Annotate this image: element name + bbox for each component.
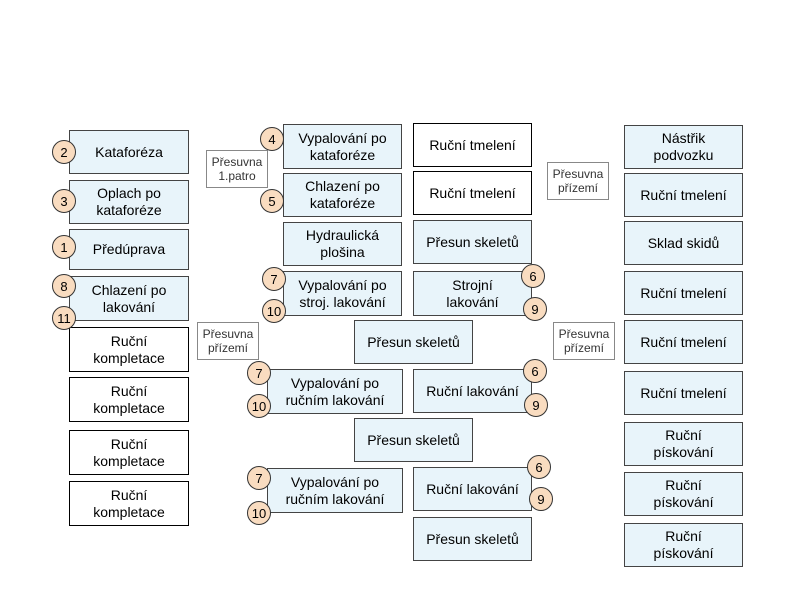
station-presun-skeletu-c3: Přesun skeletů	[413, 220, 532, 264]
step-badge: 8	[52, 274, 76, 298]
label-presuvna-prizemi-left: Přesuvna přízemí	[197, 322, 259, 360]
step-badge: 10	[247, 501, 271, 525]
station-rucni-tmeleni-c3-1: Ruční tmelení	[413, 123, 532, 167]
station-kataforeza: Kataforéza	[69, 130, 189, 174]
station-rucni-piskovani-2: Ruční pískování	[624, 472, 743, 516]
step-badge: 7	[247, 361, 271, 385]
station-vypalovani-po-kataforeze: Vypalování po kataforéze	[283, 124, 402, 169]
station-rucni-kompletace-1: Ruční kompletace	[69, 327, 189, 372]
station-presun-skeletu-bottom: Přesun skeletů	[413, 517, 532, 561]
step-badge: 1	[52, 235, 76, 259]
station-presun-skeletu-mid-2: Přesun skeletů	[354, 418, 473, 462]
step-badge: 7	[262, 267, 286, 291]
station-rucni-lakovani-1: Ruční lakování	[413, 369, 532, 413]
station-predupava: Předúprava	[69, 229, 189, 270]
station-chlazeni-po-lakovani: Chlazení po lakování	[69, 276, 189, 321]
label-presuvna-prizemi-mid: Přesuvna přízemí	[547, 162, 609, 200]
station-rucni-tmeleni-r2: Ruční tmelení	[624, 271, 743, 315]
label-presuvna-prizemi-right: Přesuvna přízemí	[553, 322, 615, 360]
station-strojni-lakovani: Strojní lakování	[413, 271, 532, 316]
step-badge: 5	[260, 189, 284, 213]
station-oplach-po-kataforeze: Oplach po kataforéze	[69, 180, 189, 224]
station-sklad-skidu: Sklad skidů	[624, 221, 743, 265]
step-badge: 2	[52, 140, 76, 164]
station-rucni-tmeleni-r1: Ruční tmelení	[624, 173, 743, 217]
label-presuvna-1-patro: Přesuvna 1.patro	[206, 150, 268, 188]
station-vypalovani-po-stroj-lakovani: Vypalování po stroj. lakování	[283, 271, 402, 316]
step-badge: 11	[52, 306, 76, 330]
step-badge: 10	[247, 394, 271, 418]
station-vypalovani-po-rucnim-lakovani-2: Vypalování po ručním lakování	[267, 468, 403, 513]
station-presun-skeletu-mid-1: Přesun skeletů	[354, 320, 473, 364]
station-rucni-tmeleni-r4: Ruční tmelení	[624, 371, 743, 415]
step-badge: 6	[523, 359, 547, 383]
station-rucni-tmeleni-c3-2: Ruční tmelení	[413, 171, 532, 215]
step-badge: 3	[52, 189, 76, 213]
step-badge: 9	[529, 487, 553, 511]
station-rucni-kompletace-3: Ruční kompletace	[69, 430, 189, 475]
station-nastrik-podvozku: Nástřik podvozku	[624, 125, 743, 169]
step-badge: 6	[521, 264, 545, 288]
station-vypalovani-po-rucnim-lakovani-1: Vypalování po ručním lakování	[267, 369, 403, 414]
step-badge: 9	[523, 297, 547, 321]
step-badge: 4	[260, 127, 284, 151]
station-rucni-piskovani-1: Ruční pískování	[624, 422, 743, 466]
station-rucni-lakovani-2: Ruční lakování	[413, 467, 532, 511]
station-rucni-tmeleni-r3: Ruční tmelení	[624, 320, 743, 364]
station-hydraulicka-plosina: Hydraulická plošina	[283, 222, 402, 266]
station-rucni-kompletace-2: Ruční kompletace	[69, 377, 189, 422]
step-badge: 10	[262, 299, 286, 323]
step-badge: 7	[247, 466, 271, 490]
step-badge: 6	[527, 455, 551, 479]
station-chlazeni-po-kataforeze: Chlazení po kataforéze	[283, 173, 402, 217]
step-badge: 9	[524, 393, 548, 417]
station-rucni-piskovani-3: Ruční pískování	[624, 523, 743, 567]
station-rucni-kompletace-4: Ruční kompletace	[69, 481, 189, 526]
